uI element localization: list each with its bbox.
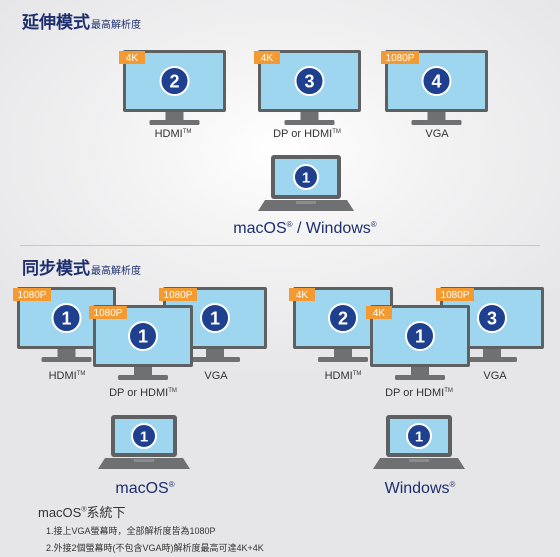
extend-monitor-2-stand-neck [165, 112, 184, 121]
extend-monitor-4-label: VGA [425, 128, 449, 140]
mirror-subtitle: 最高解析度 [91, 266, 141, 277]
section-divider [20, 245, 540, 246]
notes-heading: macOS®系統下 [38, 505, 126, 520]
mirror-right-vga-number-text: 3 [487, 309, 497, 329]
note-line-1: 1.接上VGA螢幕時，全部解析度皆為1080P [46, 526, 216, 536]
mirror-left-hdmi-label: HDMITM [48, 370, 86, 382]
mirror-left-hdmi-number-circle [51, 303, 82, 333]
mirror-left-hdmi-number-text: 1 [61, 309, 71, 329]
mirror-right-vga-badge-text: 1080P [441, 290, 470, 301]
extend-monitor-4-stand-neck [427, 112, 446, 121]
extend-monitor-2-number-text: 2 [169, 72, 179, 92]
extend-monitor-3-stand-neck [300, 112, 319, 121]
mirror-right-vga-label: VGA [483, 370, 507, 382]
mirror-right-dp-number-circle [405, 321, 435, 351]
mirror-left-hdmi-stand-neck [57, 349, 76, 358]
mirror-left-dp-badge-text: 1080P [94, 308, 123, 319]
extend-title-text: 延伸模式 [22, 13, 90, 32]
mirror-right-hdmi-label: HDMITM [324, 370, 362, 382]
extend-os-label: macOS® / Windows® [233, 220, 377, 237]
mirror-right-dp-stand-base [395, 375, 445, 380]
mirror-left-laptop-number-text: 1 [140, 429, 148, 446]
mirror-left-vga-badge [159, 288, 197, 301]
mirror-left-hdmi-badge [13, 288, 51, 301]
mirror-right-hdmi-stand-base [318, 357, 368, 362]
mirror-mode-title: 同步模式最高解析度 [22, 254, 141, 279]
mirror-right-dp-badge-text: 4K [373, 308, 386, 319]
note-line-2: 2.外接2個螢幕時(不包含VGA時)解析度最高可達4K+4K [46, 543, 264, 553]
mirror-right-vga-number-circle [477, 303, 507, 333]
mirror-left-dp-number-text: 1 [138, 327, 148, 347]
mirror-left-dp-stand-base [118, 375, 168, 380]
mirror-right-hdmi-number-text: 2 [338, 309, 348, 329]
extend-monitor-4-number-text: 4 [431, 72, 441, 92]
mirror-left-dp-badge [89, 306, 127, 319]
mirror-right-vga-stand-neck [483, 349, 501, 358]
mirror-left-vga-number-text: 1 [210, 309, 220, 329]
extend-monitor-3-number-circle [294, 66, 325, 96]
extend-monitor-4-number-circle [421, 66, 452, 96]
extend-monitor-2-number-circle [159, 66, 190, 96]
extend-subtitle: 最高解析度 [91, 20, 141, 31]
extend-monitor-2-badge [119, 51, 145, 64]
mirror-left-dp-stand-neck [134, 367, 152, 376]
mirror-right-laptop-base [373, 458, 465, 469]
extend-monitor-3-label: DP or HDMITM [273, 128, 341, 140]
extend-monitor-4-badge-text: 1080P [386, 53, 415, 64]
extend-monitor-3-stand-base [284, 120, 335, 125]
mirror-right-vga-badge [436, 288, 474, 301]
mirror-left-vga-stand-neck [206, 349, 224, 358]
mirror-left-laptop-trackpad [134, 459, 154, 462]
mirror-right-laptop-trackpad [409, 459, 429, 462]
extend-laptop-number-text: 1 [302, 170, 310, 187]
mirror-left-hdmi-stand-base [41, 357, 92, 362]
extend-monitor-4-stand-base [411, 120, 462, 125]
extend-monitor-4-badge [381, 51, 419, 64]
mirror-title-text: 同步模式 [22, 259, 90, 278]
mirror-left-vga-label: VGA [204, 370, 228, 382]
mirror-left-hdmi-badge-text: 1080P [18, 290, 47, 301]
mirror-right-laptop-number-text: 1 [415, 429, 423, 446]
extend-monitor-3-badge-text: 4K [261, 53, 274, 64]
mirror-left-dp-label: DP or HDMITM [109, 387, 177, 399]
mirror-left-vga-number-circle [200, 303, 230, 333]
mirror-right-dp-label: DP or HDMITM [385, 387, 453, 399]
extend-monitor-2-stand-base [149, 120, 200, 125]
extend-monitor-2-label: HDMITM [154, 128, 192, 140]
mirror-right-dp-stand-neck [411, 367, 429, 376]
mirror-right-hdmi-badge [289, 288, 315, 301]
mirror-left-vga-stand-base [190, 357, 240, 362]
mirror-right-laptop-number-circle [406, 423, 432, 449]
mirror-left-os-label: macOS® [115, 480, 175, 497]
extend-monitor-3-number-text: 3 [304, 72, 314, 92]
mirror-right-dp-badge [366, 306, 392, 319]
mirror-right-hdmi-stand-neck [334, 349, 352, 358]
mirror-left-vga-badge-text: 1080P [164, 290, 193, 301]
extend-monitor-2-badge-text: 4K [126, 53, 139, 64]
mirror-left-laptop-base [98, 458, 190, 469]
extend-laptop-number-circle [293, 164, 319, 190]
extend-mode-title: 延伸模式最高解析度 [22, 8, 141, 33]
mirror-right-os-label: Windows® [384, 480, 456, 497]
mirror-right-vga-stand-base [467, 357, 517, 362]
mirror-right-hdmi-badge-text: 4K [296, 290, 309, 301]
mirror-right-dp-number-text: 1 [415, 327, 425, 347]
extend-laptop-base [258, 200, 354, 211]
mirror-left-dp-number-circle [128, 321, 158, 351]
extend-laptop-trackpad [296, 201, 316, 204]
mirror-right-hdmi-number-circle [328, 303, 358, 333]
mirror-left-laptop-number-circle [131, 423, 157, 449]
extend-monitor-3-badge [254, 51, 280, 64]
